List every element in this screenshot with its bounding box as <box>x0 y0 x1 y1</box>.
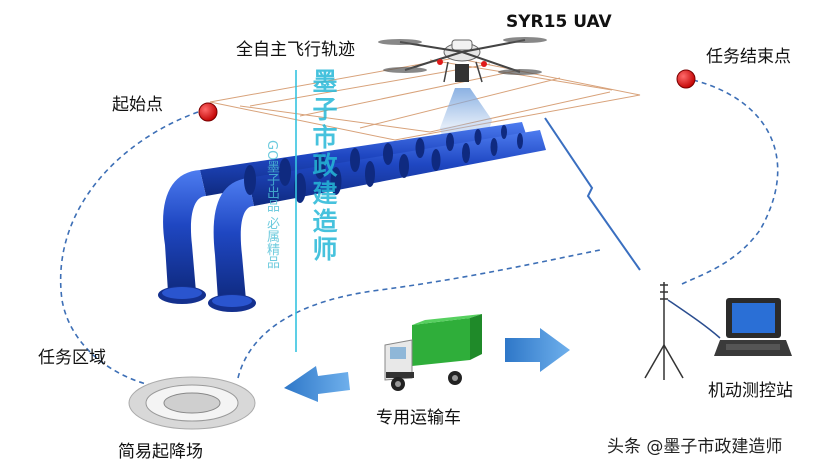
truck-icon <box>384 314 482 391</box>
arrow-to-station <box>505 328 570 372</box>
arrow-to-landing <box>284 366 350 402</box>
trajectory-label: 全自主飞行轨迹 <box>236 40 355 60</box>
start-point-label: 起始点 <box>112 95 163 115</box>
vehicle-label: 专用运输车 <box>376 408 461 428</box>
antenna-icon <box>644 282 721 380</box>
pipe-flanges <box>244 125 523 203</box>
laptop-icon <box>714 298 792 356</box>
end-point-label: 任务结束点 <box>706 47 791 67</box>
footer-attribution: 头条 @墨子市政建造师 <box>607 437 783 457</box>
mission-dashed-path <box>59 79 779 386</box>
control-station-label: 机动测控站 <box>708 381 793 401</box>
task-area-label: 任务区域 <box>38 348 106 368</box>
watermark-side: GO墨子出品 必属精品 <box>264 140 279 269</box>
landing-pad-icon <box>128 376 256 430</box>
uav-title: SYR15 UAV <box>506 12 612 32</box>
scan-beam <box>440 88 492 128</box>
start-point-marker <box>198 102 218 122</box>
end-point-marker <box>676 69 696 89</box>
flight-trajectory <box>209 57 641 141</box>
watermark-main: 墨子市政建造师 <box>309 68 338 264</box>
pipeline-2 <box>208 130 546 312</box>
landing-field-label: 简易起降场 <box>118 442 203 462</box>
uav-icon <box>378 37 547 83</box>
radio-link <box>544 117 641 271</box>
